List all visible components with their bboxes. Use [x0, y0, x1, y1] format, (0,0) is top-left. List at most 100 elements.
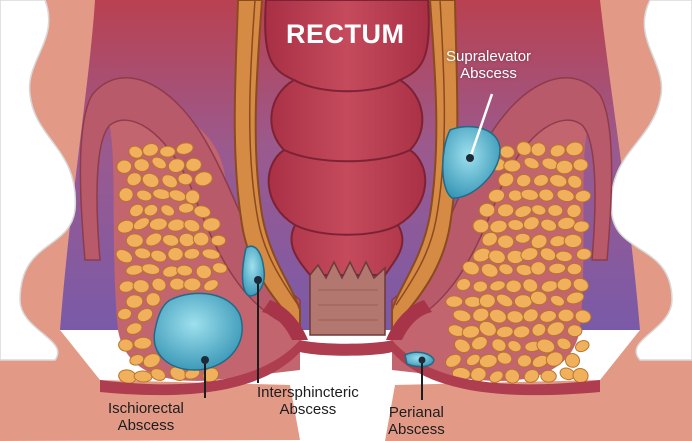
ischiorectal-label-line-2: Abscess — [117, 417, 175, 434]
fat-lobule — [129, 354, 145, 366]
fat-lobule — [472, 218, 490, 234]
fat-lobule — [489, 370, 504, 383]
fat-lobule — [453, 338, 471, 354]
fat-lobule — [497, 172, 515, 188]
left-wall-stripe — [248, 0, 299, 306]
fat-lobule — [512, 325, 531, 339]
fat-lobule — [129, 203, 144, 218]
fat-lobule — [566, 203, 582, 219]
fat-lobule — [160, 204, 175, 217]
supralevator-label-line-2: Abscess — [460, 65, 517, 82]
fat-lobule — [151, 156, 167, 170]
fat-lobule — [132, 217, 150, 231]
fat-lobule — [520, 188, 539, 201]
fat-lobule — [556, 337, 572, 351]
fat-lobule — [529, 290, 548, 306]
ischiorectal-label: Ischiorectal Abscess — [108, 400, 184, 434]
fat-lobule — [183, 247, 201, 260]
supralevator-label-line-1: Supralevator — [446, 48, 532, 65]
fat-lobule — [530, 261, 547, 276]
fat-lobule — [489, 280, 506, 292]
fat-lobule — [161, 174, 178, 189]
fat-lobule — [133, 158, 150, 172]
fat-lobule — [565, 291, 585, 305]
intersphincteric-pointer-dot — [254, 276, 262, 284]
rectum-title: RECTUM — [286, 19, 405, 49]
fat-lobule — [195, 264, 212, 280]
intersphincteric-label-line-1: Intersphincteric — [257, 384, 359, 401]
fat-lobule — [557, 216, 576, 231]
fat-lobule — [540, 369, 557, 383]
fat-lobule — [136, 189, 153, 202]
fat-lobule — [125, 294, 144, 309]
ischiorectal-label-line-1: Ischiorectal — [108, 400, 184, 417]
fat-lobule — [478, 202, 496, 218]
perianal-label: Perianal Abscess — [388, 404, 445, 438]
fat-lobule — [472, 307, 490, 323]
perianal-label-line-2: Abscess — [388, 421, 445, 438]
fat-lobule — [142, 353, 161, 369]
fat-lobule — [203, 279, 219, 292]
fat-lobule — [478, 293, 496, 309]
fat-lobule — [522, 216, 540, 231]
fat-lobule — [507, 339, 522, 353]
fat-lobule — [530, 234, 548, 250]
fat-lobule — [564, 353, 581, 368]
fat-lobule — [445, 295, 464, 308]
fat-lobule — [556, 277, 573, 292]
fat-lobule — [572, 277, 589, 292]
fat-lobule — [539, 247, 557, 262]
fat-lobule — [141, 172, 160, 189]
right-pelvic-bone — [610, 0, 692, 361]
fat-lobule — [539, 309, 557, 323]
fat-lobule — [126, 322, 143, 335]
fat-lobule — [184, 189, 201, 205]
fat-lobule — [133, 370, 153, 383]
fat-lobule — [126, 172, 142, 187]
fat-lobule — [118, 187, 134, 202]
fat-lobule — [555, 250, 573, 263]
fat-lobule — [136, 308, 154, 323]
fat-lobule — [523, 369, 540, 383]
fat-lobule — [522, 278, 539, 293]
fat-lobule — [488, 188, 506, 203]
supralevator-label: Supralevator Abscess — [446, 48, 531, 82]
fat-lobule — [575, 340, 590, 353]
fat-lobule — [538, 188, 555, 202]
fat-lobule — [520, 247, 539, 262]
fat-lobule — [495, 293, 514, 308]
fat-lobule — [150, 368, 166, 381]
fat-lobule — [445, 353, 462, 368]
fat-lobule — [183, 277, 202, 292]
fat-lobule — [193, 205, 211, 219]
fat-lobule — [480, 263, 499, 278]
intersphincteric-label: Intersphincteric Abscess — [257, 384, 359, 418]
fat-lobule — [496, 203, 515, 218]
fat-lobule — [547, 204, 564, 217]
fat-lobule — [185, 157, 202, 172]
fat-lobule — [546, 321, 565, 337]
fat-lobule — [516, 354, 533, 368]
fat-lobule — [522, 308, 539, 323]
fat-lobule — [497, 234, 515, 249]
fat-lobule — [115, 249, 134, 264]
ischiorectal-pointer-dot — [201, 356, 209, 364]
supralevator-abscess — [442, 125, 501, 199]
fat-lobule — [531, 204, 547, 216]
anal-canal-texture — [318, 289, 378, 321]
fat-lobule — [177, 172, 193, 186]
fat-lobule — [464, 295, 482, 308]
fat-lobule — [177, 202, 195, 214]
fat-lobule — [567, 174, 583, 189]
fat-lobule — [183, 218, 201, 233]
fat-lobule — [549, 174, 568, 188]
fat-lobule — [169, 277, 186, 291]
fat-lobule — [531, 322, 547, 337]
supralevator-pointer-dot — [466, 154, 474, 162]
rectal-fold-1 — [293, 79, 401, 93]
fat-lobule — [167, 246, 184, 262]
perineal-skin — [100, 340, 600, 396]
fat-lobule — [201, 248, 221, 260]
